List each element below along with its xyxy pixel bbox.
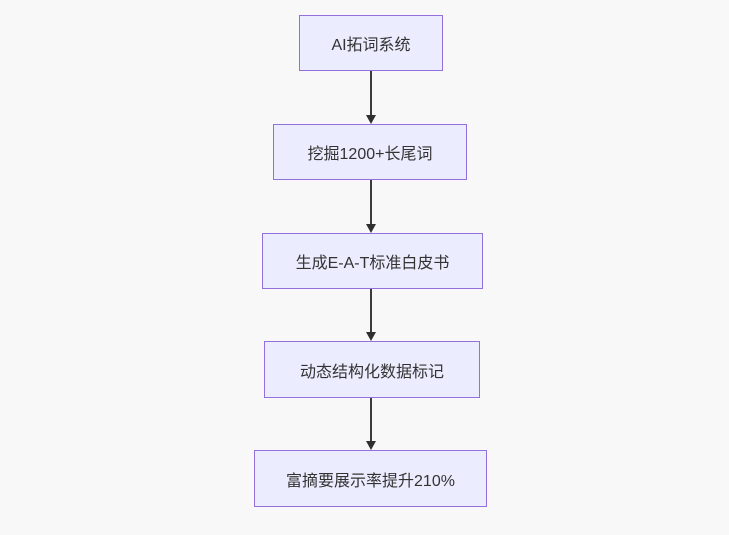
flow-node-eat-whitepaper: 生成E-A-T标准白皮书 bbox=[262, 233, 483, 289]
flow-node-label: 挖掘1200+长尾词 bbox=[307, 146, 433, 163]
flow-arrow-4 bbox=[365, 398, 377, 450]
arrow-shaft bbox=[370, 71, 372, 115]
flow-arrow-2 bbox=[365, 180, 377, 233]
flow-node-label: AI拓词系统 bbox=[331, 37, 411, 54]
arrowhead-down-icon bbox=[366, 332, 376, 341]
flow-node-structured-data-markup: 动态结构化数据标记 bbox=[264, 341, 480, 398]
flow-node-label: 动态结构化数据标记 bbox=[299, 363, 444, 381]
arrowhead-down-icon bbox=[366, 115, 376, 124]
arrowhead-down-icon bbox=[366, 224, 376, 233]
flow-node-label: 生成E-A-T标准白皮书 bbox=[295, 255, 450, 272]
flow-node-ai-keyword-system: AI拓词系统 bbox=[299, 15, 443, 71]
flow-node-rich-snippet-result: 富摘要展示率提升210% bbox=[254, 450, 487, 507]
flow-arrow-3 bbox=[365, 289, 377, 341]
arrow-shaft bbox=[370, 180, 372, 224]
flow-arrow-1 bbox=[365, 71, 377, 124]
arrow-shaft bbox=[370, 398, 372, 441]
flow-node-label: 富摘要展示率提升210% bbox=[286, 472, 455, 490]
arrow-shaft bbox=[370, 289, 372, 332]
flow-node-longtail-mining: 挖掘1200+长尾词 bbox=[273, 124, 467, 180]
arrowhead-down-icon bbox=[366, 441, 376, 450]
